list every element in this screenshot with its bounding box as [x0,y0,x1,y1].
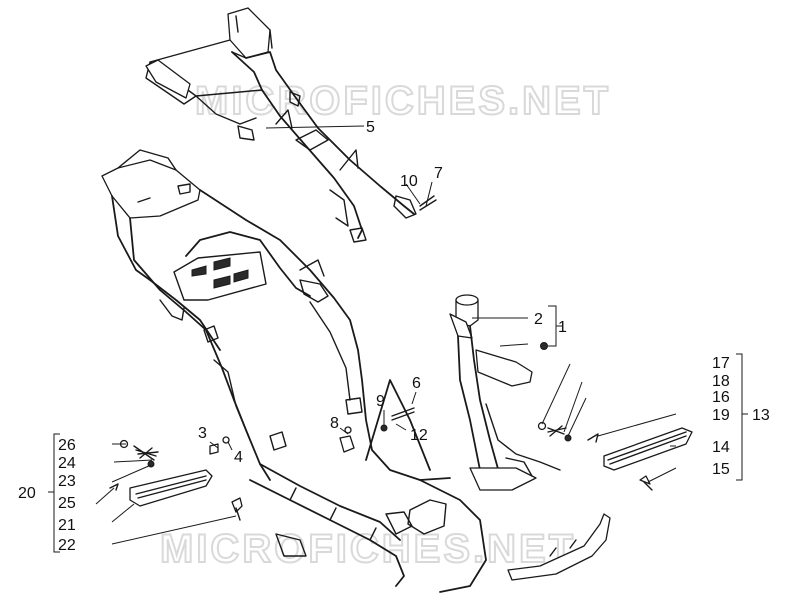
watermark-top: MICROFICHES.NET [195,79,611,123]
callout-10: 10 [400,173,418,190]
steering-head-marker [540,342,548,350]
callout-labels: 1 2 3 4 5 6 7 8 9 10 12 13 14 15 16 17 1… [18,119,770,554]
callout-15: 15 [712,461,730,478]
steering-head-bracket [449,294,561,491]
callout-4: 4 [234,449,243,466]
left-footrest-assembly [109,439,243,521]
callout-16: 16 [712,389,730,406]
leader-lines [95,125,677,545]
callout-12: 12 [410,427,428,444]
callout-8: 8 [330,415,339,432]
callout-17: 17 [712,355,730,372]
callout-13: 13 [752,407,770,424]
callout-7: 7 [434,165,443,182]
callout-9: 9 [376,393,385,410]
callout-1: 1 [558,319,567,336]
callout-3: 3 [198,425,207,442]
callout-25: 25 [58,495,76,512]
callout-20: 20 [18,485,36,502]
callout-26: 26 [58,437,76,454]
callout-22: 22 [58,537,76,554]
rear-subframe [145,7,417,243]
callout-23: 23 [58,473,76,490]
callout-2: 2 [534,311,543,328]
rear-hook-bracket [507,513,611,581]
fasteners [209,195,437,455]
callout-21: 21 [58,517,76,534]
callout-24: 24 [58,455,76,472]
watermark-bottom: MICROFICHES.NET [160,527,576,571]
callout-19: 19 [712,407,730,424]
callout-6: 6 [412,375,421,392]
main-frame [101,149,487,593]
callout-18: 18 [712,373,730,390]
group-brackets [48,305,748,553]
callout-5: 5 [366,119,375,136]
right-footrest-assembly [537,421,693,491]
callout-14: 14 [712,439,730,456]
